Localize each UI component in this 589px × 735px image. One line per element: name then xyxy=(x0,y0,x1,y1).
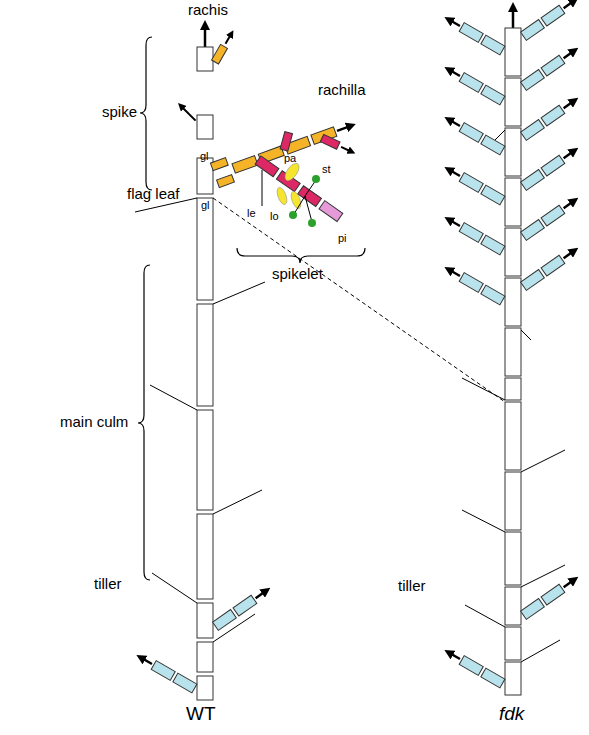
part-label: tiller xyxy=(398,578,426,595)
part-label: spikelet xyxy=(272,266,323,283)
rachis-segment xyxy=(505,78,521,126)
part-label: pa xyxy=(284,152,296,164)
leaf xyxy=(462,510,505,532)
stamen-filament xyxy=(305,196,312,222)
leaf xyxy=(213,490,262,514)
tiller-branch xyxy=(447,16,505,55)
rachis-segment xyxy=(505,228,521,276)
rachis-segment xyxy=(505,328,521,376)
part-label: st xyxy=(322,163,331,175)
internode xyxy=(197,603,213,638)
tiller-branch xyxy=(447,266,505,305)
rachis-segment xyxy=(505,178,521,226)
internode xyxy=(505,662,521,695)
tiller-branch xyxy=(139,654,197,693)
internode xyxy=(505,532,521,585)
tiller-branch xyxy=(447,649,505,688)
part-label: fdk xyxy=(499,704,524,725)
lemma-line xyxy=(262,170,263,206)
dashed-guide xyxy=(213,198,505,402)
tiller-branch xyxy=(447,216,505,255)
internode xyxy=(197,642,213,672)
internode xyxy=(505,627,521,660)
leaf xyxy=(521,450,565,472)
rachis-segment xyxy=(197,115,213,139)
tiller-branch xyxy=(521,147,577,190)
part-label: tiller xyxy=(94,576,122,593)
tiller-branch xyxy=(521,97,577,140)
leaf xyxy=(495,130,505,140)
part-label: WT xyxy=(186,704,216,725)
floret-stub xyxy=(320,134,352,155)
spikelet-stub xyxy=(212,32,235,64)
part-label: rachis xyxy=(188,2,228,19)
leaf xyxy=(150,385,197,410)
tiller-branch xyxy=(521,247,577,290)
leaf xyxy=(521,640,560,662)
rachis-segment xyxy=(505,28,521,76)
leaf xyxy=(462,378,505,400)
tiller-branch xyxy=(521,197,577,240)
internode xyxy=(505,378,521,400)
internode xyxy=(197,514,213,599)
part-label: spike xyxy=(102,104,137,121)
tiller-branch xyxy=(447,66,505,105)
stamen-filament xyxy=(294,196,305,214)
rachis-segment xyxy=(505,128,521,176)
internode xyxy=(505,472,521,530)
tiller-branch xyxy=(447,116,505,155)
internode xyxy=(505,587,521,625)
leaf xyxy=(521,565,565,587)
internode xyxy=(197,410,213,510)
rachis-segment xyxy=(197,47,213,71)
floret-chain xyxy=(255,156,343,222)
culm-brace xyxy=(138,265,150,580)
part-label: rachilla xyxy=(318,82,366,99)
internode xyxy=(197,198,213,300)
tiller-branch xyxy=(447,166,505,205)
tiller-branch xyxy=(521,47,577,90)
leaf xyxy=(152,573,197,603)
stamen xyxy=(289,211,297,219)
part-label: lo xyxy=(270,210,279,222)
part-label: pi xyxy=(338,232,347,244)
spikelet-brace xyxy=(237,248,365,263)
rachis-arrow xyxy=(512,8,515,28)
leaf xyxy=(213,282,265,304)
lodicule xyxy=(289,190,303,210)
spike-brace xyxy=(140,37,152,190)
tiller-branch xyxy=(213,587,269,630)
leaf xyxy=(521,330,531,340)
stamen xyxy=(312,175,320,183)
part-label: gl xyxy=(201,199,210,211)
floret-stub xyxy=(280,132,292,151)
part-label: main culm xyxy=(60,414,128,431)
rachis-segment xyxy=(505,278,521,326)
rachis-arrow xyxy=(204,26,207,47)
part-label: le xyxy=(247,207,256,219)
tiller-branch xyxy=(521,0,577,40)
palea xyxy=(282,161,302,183)
leaf xyxy=(465,605,505,627)
stamen xyxy=(308,219,316,227)
internode xyxy=(197,676,213,700)
part-label: flag leaf xyxy=(127,186,180,203)
tiller-branch xyxy=(521,576,577,619)
lodicule xyxy=(275,186,289,206)
internode xyxy=(197,304,213,406)
spikelet-stub xyxy=(181,106,195,120)
internode xyxy=(505,402,521,470)
part-label: gl xyxy=(200,150,209,162)
